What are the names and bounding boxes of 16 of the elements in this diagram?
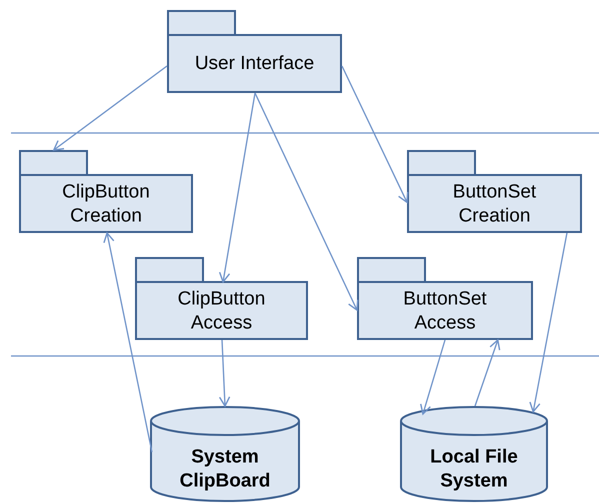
dependency-arrow	[53, 66, 168, 151]
dependency-arrow	[103, 232, 153, 452]
dependency-arrow	[474, 339, 500, 406]
dependency-arrow	[420, 340, 446, 415]
package-label: ClipButton Access	[176, 287, 266, 335]
dependency-arrow	[254, 92, 358, 311]
dependency-arrow	[529, 232, 568, 412]
dependency-arrow	[218, 340, 230, 407]
package-label: ButtonSet Creation	[452, 180, 538, 228]
package-label: ClipButton Creation	[61, 180, 151, 228]
datastore-label: System ClipBoard	[178, 445, 272, 493]
datastore-label: Local File System	[429, 445, 519, 493]
dependency-arrow	[341, 66, 408, 203]
package-label: ButtonSet Access	[402, 287, 488, 335]
dependency-arrow	[218, 92, 256, 283]
package-label: User Interface	[194, 52, 316, 76]
